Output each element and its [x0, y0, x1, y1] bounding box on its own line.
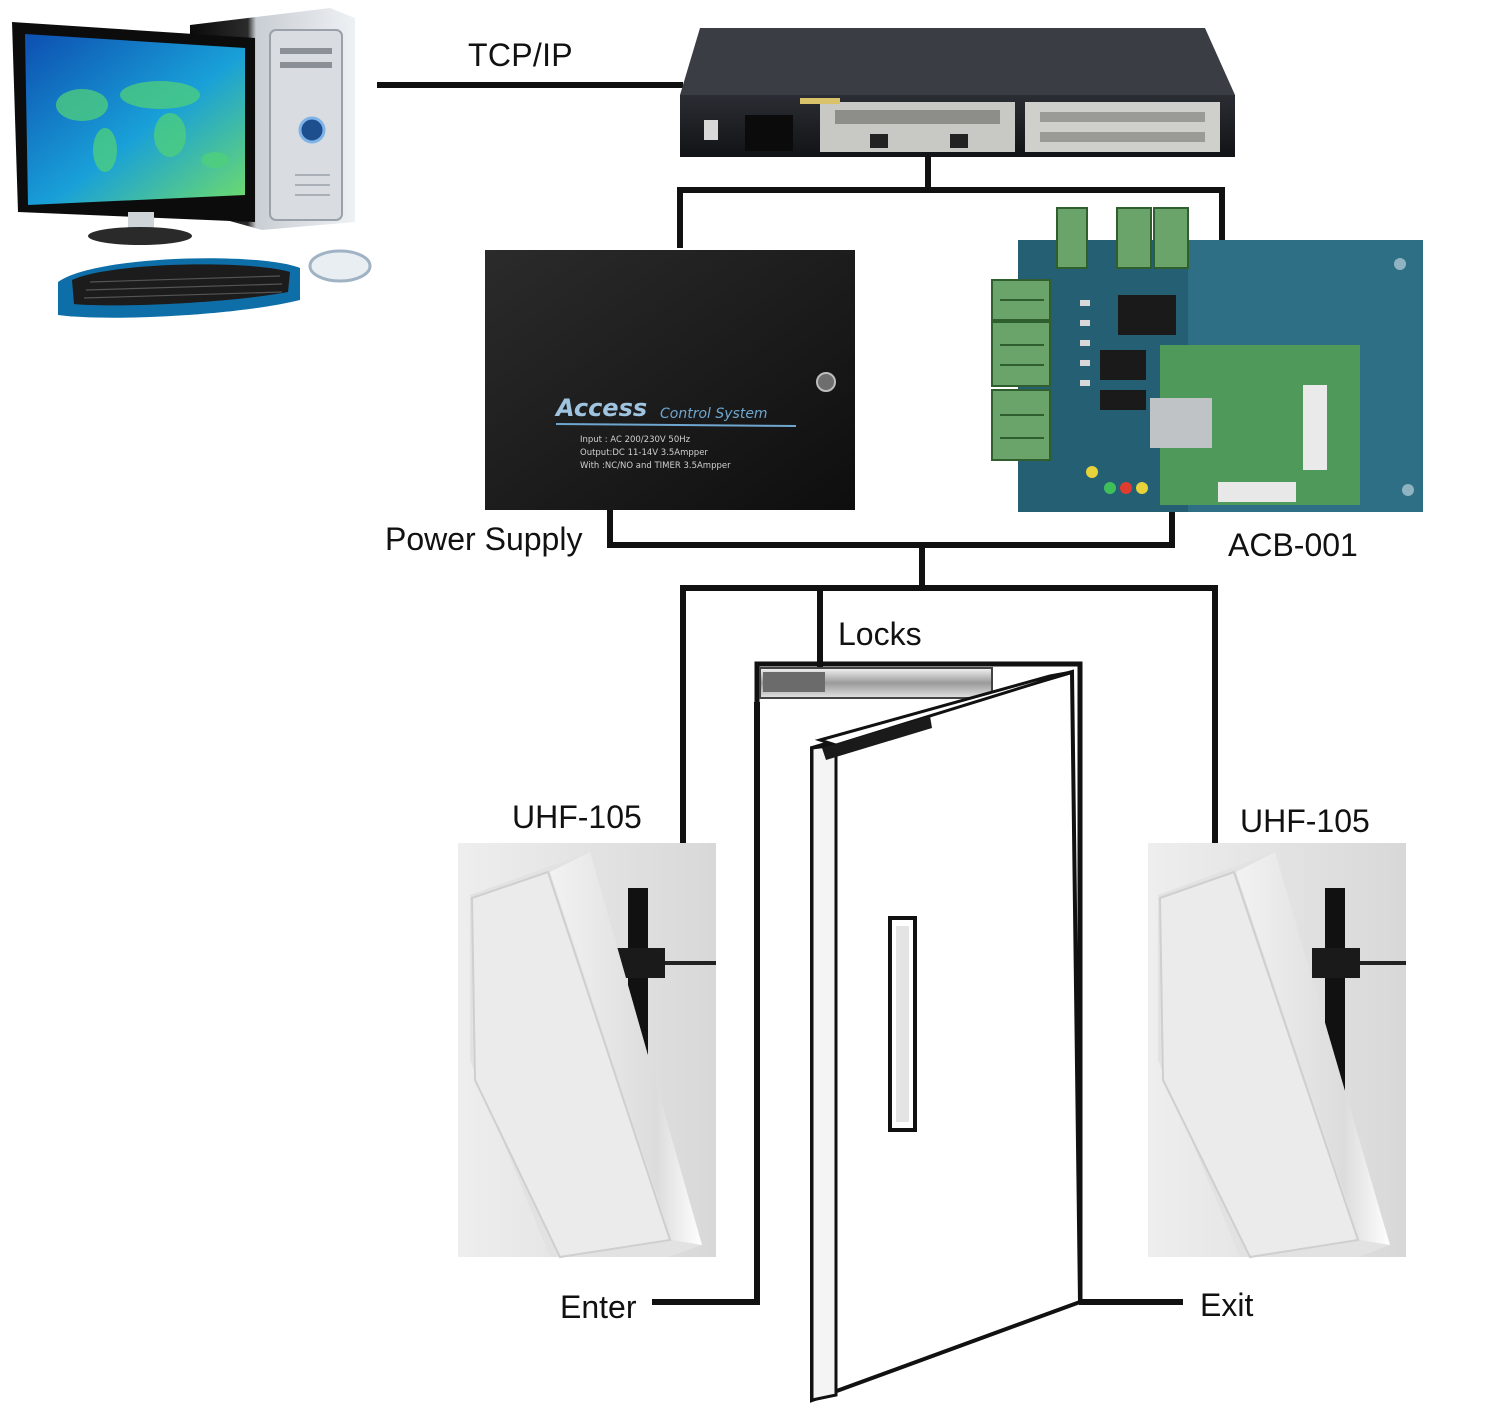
enter-label: Enter — [560, 1289, 637, 1325]
switch-branch — [677, 187, 1225, 248]
controller-board — [991, 207, 1423, 512]
ps-brand-text: Access — [554, 394, 647, 422]
ps-spec-line-2: Output:DC 11-14V 3.5Ampper — [580, 448, 708, 458]
exit-label: Exit — [1200, 1287, 1253, 1323]
reader-right-label: UHF-105 — [1240, 803, 1370, 839]
uhf-reader-left-image — [458, 843, 716, 1259]
tcpip-label: TCP/IP — [468, 37, 573, 73]
ps-brand-sub-text: Control System — [660, 406, 768, 422]
controller-label: ACB-001 — [1228, 527, 1358, 563]
computer-icon — [12, 8, 372, 318]
ps-controller-bus — [607, 507, 1175, 548]
magnetic-lock-icon — [759, 667, 993, 699]
uhf-reader-right-image — [1148, 843, 1406, 1259]
reader-branch — [680, 585, 1218, 843]
enter-line — [652, 702, 760, 1305]
connection-lines — [377, 82, 1225, 1305]
network-switch-icon — [680, 28, 1235, 157]
door-icon — [810, 669, 1083, 1403]
door-frame — [754, 661, 1083, 1302]
power-supply-label: Power Supply — [385, 521, 582, 557]
locks-label: Locks — [838, 616, 922, 652]
ps-spec-line-1: Input : AC 200/230V 50Hz — [580, 435, 691, 445]
ps-spec-line-3: With :NC/NO and TIMER 3.5Ampper — [580, 461, 731, 471]
reader-left-label: UHF-105 — [512, 799, 642, 835]
power-supply-box: Access Control System Input : AC 200/230… — [485, 250, 855, 510]
